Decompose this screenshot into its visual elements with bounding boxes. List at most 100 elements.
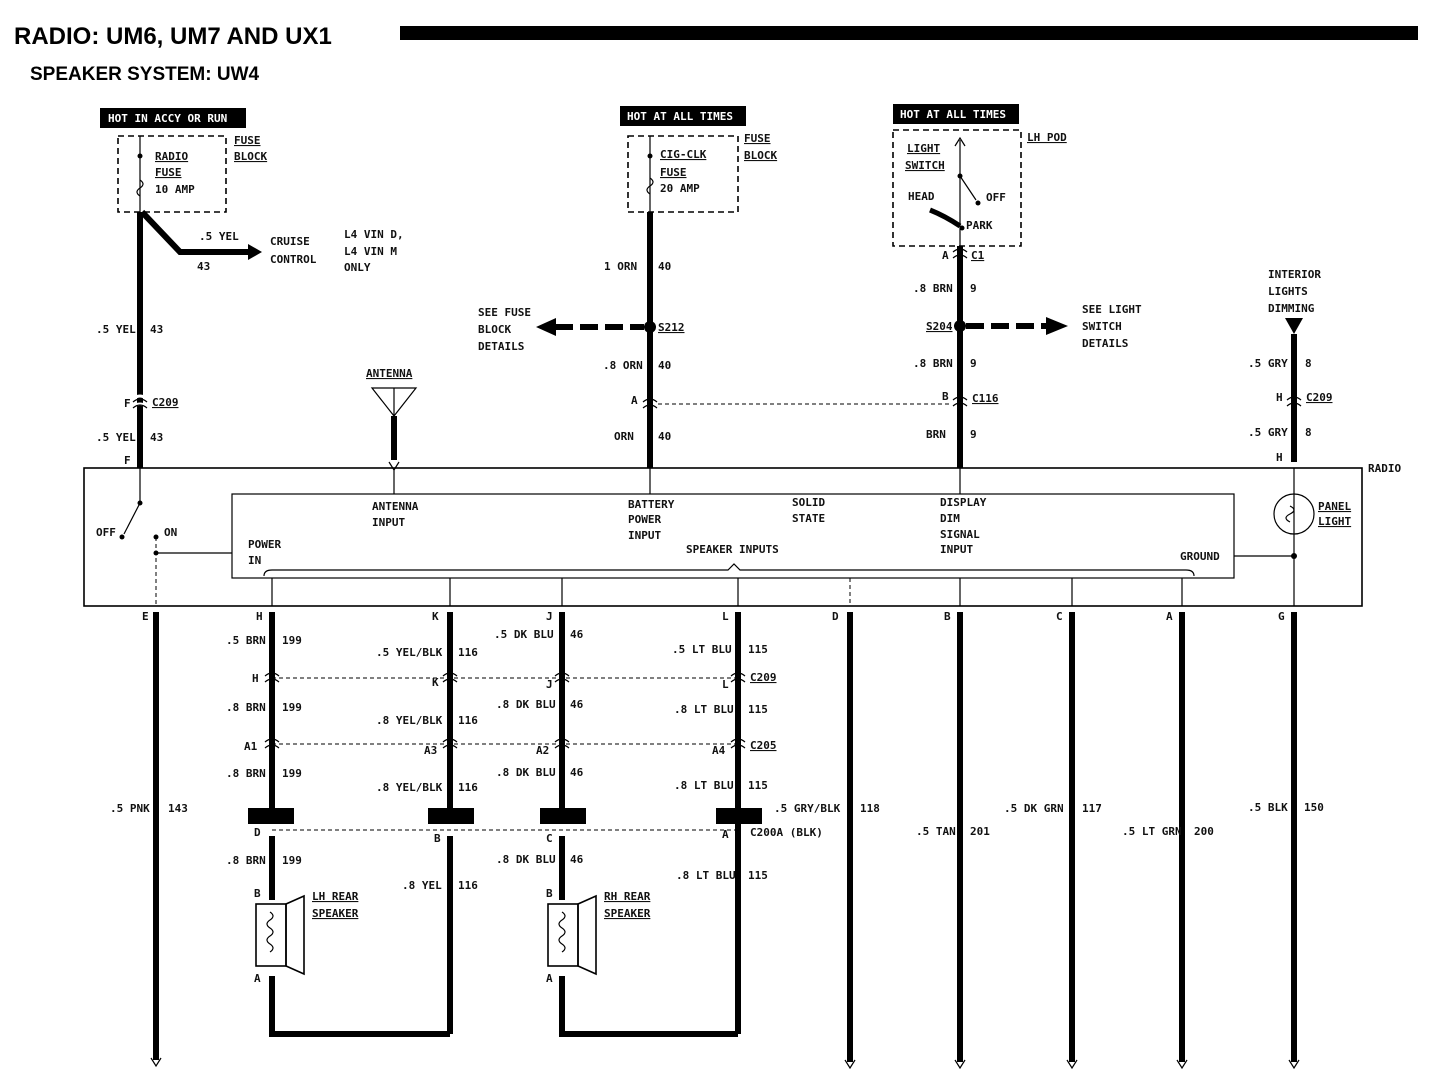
interior-2: LIGHTS (1268, 285, 1308, 298)
lh-speaker-label-1: LH REAR (312, 890, 359, 903)
light-switch-head (929, 207, 962, 229)
light-switch-off-dot (975, 200, 981, 206)
label-brn4: .8 BRN (226, 854, 266, 867)
display-dim-1: DISPLAY (940, 496, 987, 509)
light-switch-arrow (954, 136, 966, 147)
wire-c1-num: 9 (970, 282, 977, 295)
splice-s204 (954, 320, 966, 332)
display-dim-4: INPUT (940, 543, 973, 556)
cruise-note-1: L4 VIN D, (344, 228, 404, 241)
title-bar (400, 26, 1418, 40)
label-brn3-n: 199 (282, 767, 302, 780)
label-dkgrn: .5 DK GRN (1004, 802, 1064, 815)
light-switch-box (892, 129, 1022, 247)
wire-lh-return (269, 976, 450, 1037)
label-ltgrn-n: 200 (1194, 825, 1214, 838)
pin-D: D (832, 610, 839, 623)
label-yb3-n: 116 (458, 781, 478, 794)
label-pnk-n: 143 (168, 802, 188, 815)
wire-b2: .8 ORN (603, 359, 643, 372)
label-yb2: .8 YEL/BLK (376, 714, 443, 727)
cruise-arrow (248, 244, 262, 260)
label-db4-n: 46 (570, 853, 584, 866)
ground-ends (150, 1057, 1300, 1070)
pin-F-top: F (124, 397, 131, 410)
label-lb2-n: 115 (748, 703, 768, 716)
rh-speaker-label-1: RH REAR (604, 890, 651, 903)
label-tan-n: 201 (970, 825, 990, 838)
label-pnk: .5 PNK (110, 802, 150, 815)
hot-label-3-bg (893, 104, 1019, 124)
label-brn2: .8 BRN (226, 701, 266, 714)
label-db4: .8 DK BLU (496, 853, 556, 866)
label-brn1-n: 199 (282, 634, 302, 647)
fuse-block-2-label2: BLOCK (744, 149, 777, 162)
c205-pin-a1: A1 (244, 740, 258, 753)
label-blk: .5 BLK (1248, 801, 1288, 814)
off-label: OFF (986, 191, 1006, 204)
display-dim-3: SIGNAL (940, 528, 980, 541)
fuse-2-name2: FUSE (660, 166, 687, 179)
wire-a1-num: 43 (150, 323, 163, 336)
wire-c2: .8 BRN (913, 357, 953, 370)
pin-B-c116: B (942, 390, 949, 403)
diagram-title: RADIO: UM6, UM7 AND UX1 (14, 23, 332, 50)
pin-H-radio: H (1276, 451, 1283, 464)
c209-bottom-label: C209 (750, 671, 777, 684)
c200a-pin-d: D (254, 826, 261, 839)
pin-J: J (546, 610, 553, 623)
fuse-1-amp: 10 AMP (155, 183, 195, 196)
panel-light-1: PANEL (1318, 500, 1351, 513)
diagram-subtitle: SPEAKER SYSTEM: UW4 (30, 64, 260, 85)
wire-b3-num: 40 (658, 430, 671, 443)
wire-a1: .5 YEL (96, 323, 136, 336)
fuse-1-name2: FUSE (155, 166, 182, 179)
pin-B: B (944, 610, 951, 623)
wire-c3: BRN (926, 428, 946, 441)
fuse-1-name: RADIO (155, 150, 188, 163)
wire-d1-num: 8 (1305, 357, 1312, 370)
switch-off-label: OFF (96, 526, 116, 539)
pin-E: E (142, 610, 149, 623)
wire-c1: .8 BRN (913, 282, 953, 295)
display-dim-2: DIM (940, 512, 960, 525)
label-lb1: .5 LT BLU (672, 643, 732, 656)
fuse-2-amp: 20 AMP (660, 182, 700, 195)
wire-b3: ORN (614, 430, 634, 443)
antenna-input-1: ANTENNA (372, 500, 419, 513)
antenna-label: ANTENNA (366, 367, 413, 380)
panel-light-bulb (1273, 493, 1315, 535)
label-brn1: .5 BRN (226, 634, 266, 647)
radio-label: RADIO (1368, 462, 1401, 475)
fuse-2-name: CIG-CLK (660, 148, 707, 161)
connector-c1-label: C1 (971, 249, 985, 262)
c200a-label: C200A (BLK) (750, 826, 823, 839)
light-switch-label2: SWITCH (905, 159, 945, 172)
connector-c209-dim-label: C209 (1306, 391, 1333, 404)
power-junction (153, 550, 159, 556)
interior-1: INTERIOR (1268, 268, 1321, 281)
wire-c3-num: 9 (970, 428, 977, 441)
connector-c116-col-battery (642, 398, 658, 409)
fuse-1-dot (137, 153, 143, 159)
power-in-1: POWER (248, 538, 281, 551)
hot-label-1: HOT IN ACCY OR RUN (108, 112, 227, 125)
lh-speaker-cone (285, 894, 305, 976)
fuse-block-1-label: FUSE (234, 134, 261, 147)
label-lb2: .8 LT BLU (674, 703, 734, 716)
switch-blade (123, 502, 141, 535)
lh-pin-a: A (254, 972, 261, 985)
hot-label-3: HOT AT ALL TIMES (900, 108, 1006, 121)
battery-input-3: INPUT (628, 529, 661, 542)
fuse-block-1-label2: BLOCK (234, 150, 267, 163)
switch-on-label: ON (164, 526, 177, 539)
pin-A: A (1166, 610, 1173, 623)
wire-b1-num: 40 (658, 260, 671, 273)
switch-off-dot (119, 534, 125, 540)
hot-label-2: HOT AT ALL TIMES (627, 110, 733, 123)
rh-pin-a: A (546, 972, 553, 985)
splice-s204-label: S204 (926, 320, 953, 333)
c200a-pin-b: B (434, 832, 441, 845)
pin-K: K (432, 610, 439, 623)
